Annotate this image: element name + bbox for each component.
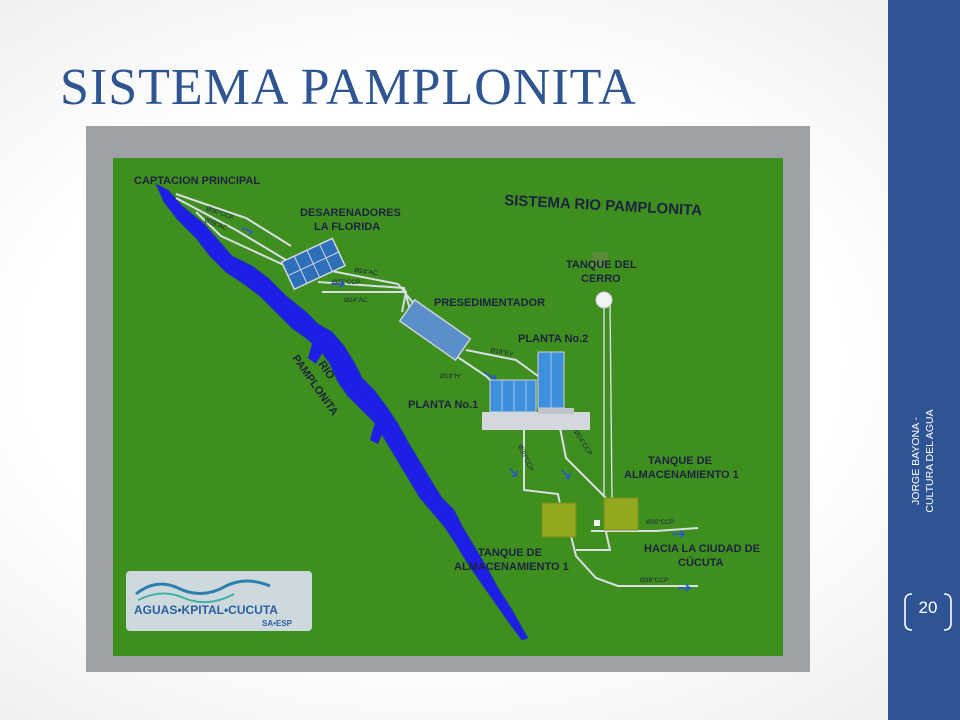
label-planta-1: PLANTA No.1 xyxy=(408,399,478,411)
pipe-label-4: Ø27"CCP xyxy=(332,279,360,286)
logo-name: AGUAS•KPITAL•CUCUTA xyxy=(134,603,278,617)
pipe-des-pre-2 xyxy=(317,281,411,311)
valve-box xyxy=(594,520,600,526)
pipe-planta-tanque-left xyxy=(523,428,561,505)
pipe-label-11: Ø36"CCP xyxy=(640,577,668,584)
pipe-to-cucuta-1 xyxy=(570,535,698,587)
planta-1-structure xyxy=(489,379,537,413)
label-tanque-cerro-2: CERRO xyxy=(581,273,621,285)
tanque-almacenamiento-right xyxy=(603,497,639,531)
pipe-captacion-1 xyxy=(175,193,292,247)
label-desarenadores-1: DESARENADORES xyxy=(300,207,401,219)
pipe-label-3: Ø24"AC xyxy=(354,267,379,277)
label-tanque-alm-left-2: ALMACENAMIENTO 1 xyxy=(454,561,569,573)
label-presedimentador: PRESEDIMENTADOR xyxy=(434,297,545,309)
slide-title: SISTEMA PAMPLONITA xyxy=(60,59,637,116)
label-hacia-2: CÚCUTA xyxy=(678,556,724,569)
label-planta-2: PLANTA No.2 xyxy=(518,333,588,345)
pipe-pre-planta-1 xyxy=(465,349,539,377)
river-branch xyxy=(308,324,330,364)
label-tanque-alm-right-1: TANQUE DE xyxy=(648,455,712,467)
page-number-brackets xyxy=(904,593,952,631)
label-captacion: CAPTACION PRINCIPAL xyxy=(134,175,260,187)
sidebar xyxy=(888,0,960,720)
pamplonita-system-diagram: AGUAS•KPITAL•CUCUTA SA•ESP SISTEMA RIO P… xyxy=(86,126,810,672)
pipe-to-cucuta-2 xyxy=(591,527,699,532)
planta-2-structure xyxy=(537,351,565,409)
river-pamplonita xyxy=(154,182,529,641)
pipe-label-10: Ø30"CCP xyxy=(646,519,674,526)
logo-suffix: SA•ESP xyxy=(262,619,293,628)
tanque-cerro-shadow xyxy=(592,252,608,268)
river-branch-2 xyxy=(370,406,392,444)
label-tanque-alm-left-1: TANQUE DE xyxy=(478,547,542,559)
pipe-interconnect xyxy=(576,531,612,551)
aguas-kpital-logo: AGUAS•KPITAL•CUCUTA SA•ESP xyxy=(126,571,312,631)
pipe-cerro-2 xyxy=(609,301,613,499)
footer-text: JORGE BAYONA - CULTURA DEL AGUA xyxy=(910,409,936,513)
pipe-captacion-2 xyxy=(175,197,287,261)
tanque-almacenamiento-left xyxy=(541,502,577,538)
page-number: 20 xyxy=(918,598,938,617)
pipe-label-7: Ø18"H° xyxy=(440,372,462,380)
label-desarenadores-2: LA FLORIDA xyxy=(314,221,380,233)
pipe-planta-tanque-right xyxy=(559,427,607,499)
pipe-des-pre-3 xyxy=(322,291,408,313)
pipe-captacion-3 xyxy=(195,211,287,267)
presedimentador-structure xyxy=(398,298,472,362)
label-hacia-1: HACIA LA CIUDAD DE xyxy=(644,543,760,555)
tanque-cerro xyxy=(595,291,613,309)
desarenadores-structure xyxy=(280,237,347,291)
plantas-connector xyxy=(538,408,574,414)
flow-arrows xyxy=(241,227,692,592)
pipe-label-5: Ø24"AC xyxy=(344,297,368,304)
label-tanque-alm-right-2: ALMACENAMIENTO 1 xyxy=(624,469,739,481)
pipe-label-6: Ø18"EV xyxy=(490,347,515,358)
pipe-des-pre-1 xyxy=(315,267,415,305)
label-tanque-cerro-1: TANQUE DEL xyxy=(566,259,637,271)
plantas-base xyxy=(482,412,590,430)
